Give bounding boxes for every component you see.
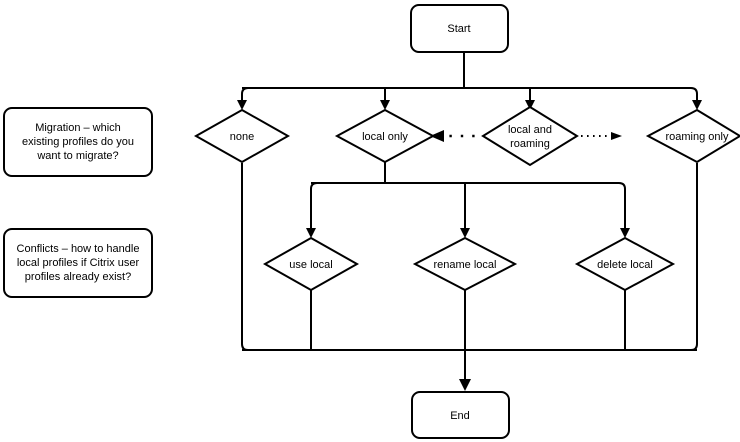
note-conflicts-line-1: Conflicts – how to handle: [17, 243, 140, 255]
node-rename-local[interactable]: rename local: [412, 236, 518, 292]
node-delete-local[interactable]: delete local: [574, 236, 676, 292]
arrowhead-bar2-to-delete-local: [620, 228, 630, 238]
node-local-only[interactable]: local only: [334, 108, 436, 164]
node-local-and-roaming-line-1: local and: [508, 124, 552, 136]
node-local-and-roaming-line-2: roaming: [510, 138, 550, 150]
connector-none-to-collector: [241, 163, 254, 351]
node-use-local[interactable]: use local: [262, 236, 360, 292]
arrowhead-bar-to-local-only: [380, 100, 390, 110]
node-roaming-only[interactable]: roaming only: [645, 108, 740, 164]
arrowhead-bar-to-roaming-only: [692, 100, 702, 110]
node-end[interactable]: End: [411, 391, 510, 439]
note-migration-line-3: want to migrate?: [36, 150, 118, 162]
note-migration-line-2: existing profiles do you: [22, 136, 134, 148]
node-local-and-roaming[interactable]: local and roaming: [481, 105, 579, 167]
node-none[interactable]: none: [193, 108, 291, 164]
node-none-label: none: [230, 131, 254, 143]
arrowhead-bar-to-none: [237, 100, 247, 110]
node-local-only-label: local only: [362, 131, 408, 143]
note-conflicts: Conflicts – how to handle local profiles…: [3, 228, 153, 298]
arrowhead-bar2-to-rename-local: [460, 228, 470, 238]
arrowhead-bar-to-local-and-roaming: [525, 100, 535, 110]
node-end-label: End: [450, 410, 470, 422]
connector-roaming-only-to-collector: [685, 163, 698, 351]
connector-local-only-to-bar2: [310, 162, 626, 228]
node-use-local-label: use local: [289, 259, 332, 271]
note-migration: Migration – which existing profiles do y…: [3, 107, 153, 177]
node-roaming-only-label: roaming only: [666, 131, 729, 143]
node-delete-local-label: delete local: [597, 259, 653, 271]
node-start-label: Start: [447, 23, 470, 35]
note-migration-line-1: Migration – which: [35, 122, 121, 134]
note-conflicts-line-2: local profiles if Citrix user: [17, 257, 140, 269]
connector-local-and-roaming-to-local-only: [430, 130, 486, 142]
node-start[interactable]: Start: [410, 4, 509, 53]
note-conflicts-line-3: profiles already exist?: [25, 271, 131, 283]
connector-rename-local-to-end: [459, 290, 471, 391]
node-rename-local-label: rename local: [434, 259, 497, 271]
arrowhead-bar2-to-use-local: [306, 228, 316, 238]
connector-local-and-roaming-to-roaming-only: [575, 132, 622, 140]
connector-start-to-bar: [241, 52, 698, 100]
